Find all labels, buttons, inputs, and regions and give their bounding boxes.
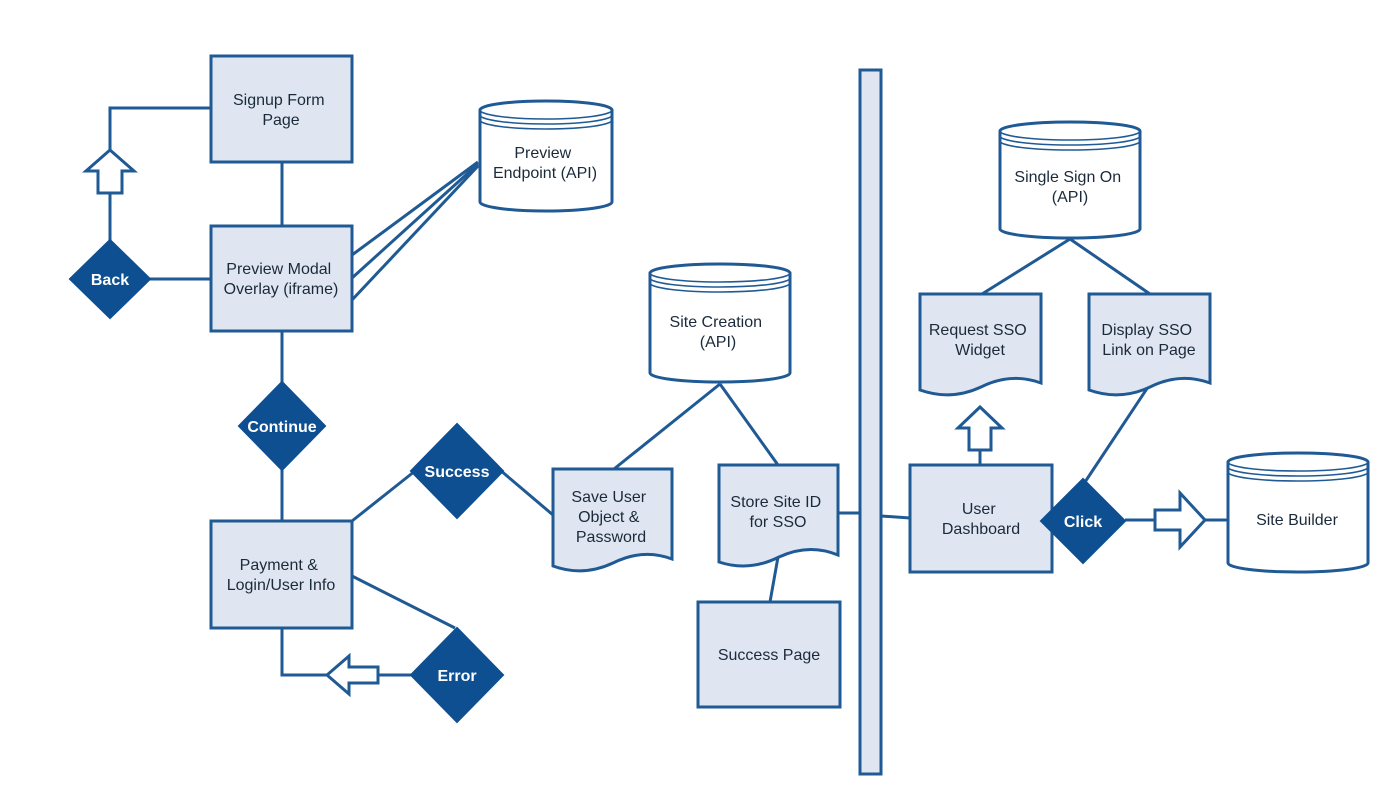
node-label: Signup Form Page [233,92,329,129]
db-site-builder[interactable]: Site Builder [1226,451,1370,574]
doc-display-sso-link[interactable]: Display SSO Link on Page [1087,292,1212,397]
connector-sitecreation-save [613,382,721,471]
db-single-sign-on[interactable]: Single Sign On (API) [998,120,1142,240]
connector-sso-display [1069,237,1151,296]
up-arrow-icon [954,404,1006,452]
connector-bar-dashboard [880,514,911,520]
decision-back[interactable]: Back [68,238,152,320]
node-label: Store Site ID for SSO [730,494,825,531]
node-label: Request SSO Widget [929,322,1031,359]
connector-sso-request [981,237,1071,296]
node-label: Display SSO Link on Page [1101,322,1196,359]
decision-click[interactable]: Click [1039,477,1127,565]
node-label: Preview Modal Overlay (iframe) [224,261,339,298]
up-arrow-icon [82,148,138,195]
node-label: Single Sign On (API) [1014,169,1125,206]
connector-arrow-signup [108,106,211,150]
connector-success-save [499,468,554,517]
connector-preview-endpoint-1 [351,160,479,257]
db-site-creation[interactable]: Site Creation (API) [648,262,792,384]
node-success-page[interactable]: Success Page [696,600,842,709]
node-label: Save User Object & Password [571,489,650,546]
connector-preview-endpoint-3 [350,164,480,302]
swimlane-divider [858,68,883,776]
doc-save-user-object[interactable]: Save User Object & Password [551,467,674,573]
node-payment-login[interactable]: Payment & Login/User Info [209,519,354,630]
decision-label: Click [1064,514,1102,531]
decision-label: Success [425,464,490,481]
connector-sitecreation-store [718,383,780,466]
decision-label: Error [437,668,476,685]
doc-store-site-id[interactable]: Store Site ID for SSO [717,463,840,568]
node-label: Site Builder [1256,512,1338,529]
node-label: Preview Endpoint (API) [493,145,597,182]
connector-arrow-payment [280,628,327,677]
connector-preview-endpoint-2 [350,162,480,280]
decision-continue[interactable]: Continue [237,380,327,472]
db-preview-endpoint[interactable]: Preview Endpoint (API) [478,99,614,213]
connector-payment-success [351,469,416,523]
decision-label: Continue [247,419,316,436]
node-preview-modal-overlay[interactable]: Preview Modal Overlay (iframe) [209,224,354,333]
decision-success[interactable]: Success [409,422,505,520]
node-label: Success Page [718,647,820,664]
connector-payment-error [351,574,456,630]
node-signup-form-page[interactable]: Signup Form Page [209,54,354,164]
decision-error[interactable]: Error [409,626,505,724]
connectors [108,106,1228,677]
connector-store-successpage [768,556,780,603]
node-label: User Dashboard [942,501,1020,538]
left-arrow-icon [324,652,380,698]
decision-label: Back [91,272,129,289]
doc-request-sso-widget[interactable]: Request SSO Widget [918,292,1043,397]
right-arrow-icon [1153,489,1208,551]
node-label: Site Creation (API) [670,314,767,351]
node-user-dashboard[interactable]: User Dashboard [908,463,1054,574]
connector-display-click [1083,386,1150,483]
node-label: Payment & Login/User Info [227,557,336,594]
